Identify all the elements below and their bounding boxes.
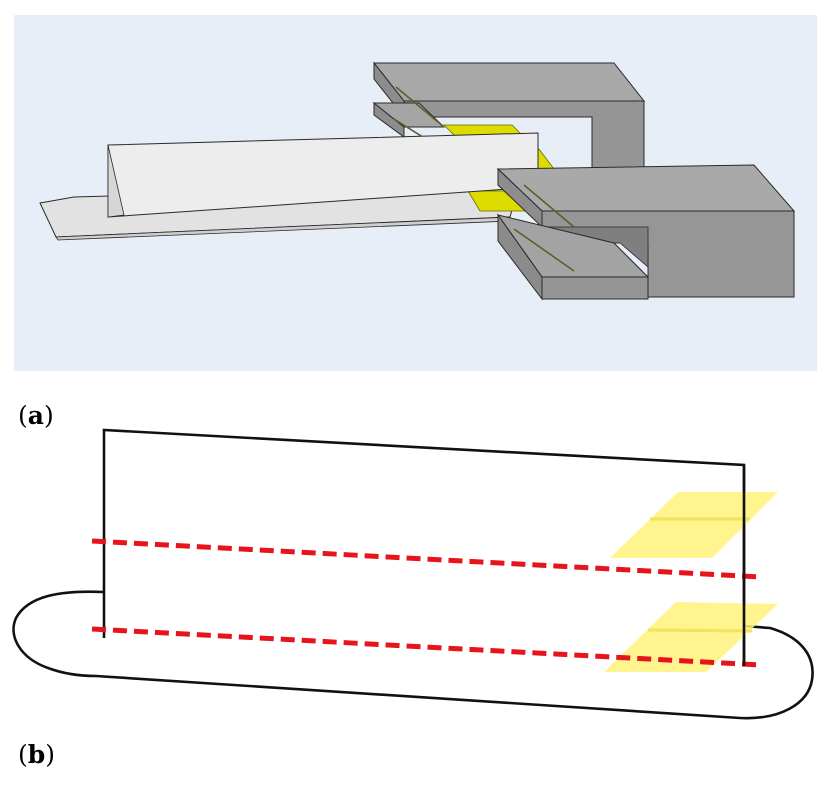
panel-a-3d-model-view — [14, 15, 817, 371]
upper-arm-slot-line — [393, 118, 427, 140]
upper-block-top-face — [372, 62, 646, 102]
model-viewport — [14, 15, 817, 371]
front-arm-slot-line — [513, 228, 575, 272]
caption-a: (a) — [18, 401, 54, 430]
tab-upper-overlay — [610, 492, 778, 558]
front-slot-line — [523, 184, 575, 228]
web-plate-edge — [107, 144, 125, 218]
front-arm-front-face — [541, 276, 649, 300]
flange-outline — [12, 590, 814, 720]
dashed-line-upper — [91, 538, 761, 580]
caption-b-label: b — [27, 740, 46, 769]
dashed-line-lower — [91, 626, 761, 668]
caption-b: (b) — [18, 740, 56, 769]
schematic-drawing — [12, 428, 814, 720]
tab-lower-centerline — [647, 628, 753, 633]
front-block-top-face — [496, 164, 796, 212]
panel-b-schematic — [0, 400, 833, 730]
upper-slot-line — [395, 86, 445, 128]
tab-lower-overlay — [604, 602, 778, 672]
caption-a-label: a — [27, 401, 44, 430]
